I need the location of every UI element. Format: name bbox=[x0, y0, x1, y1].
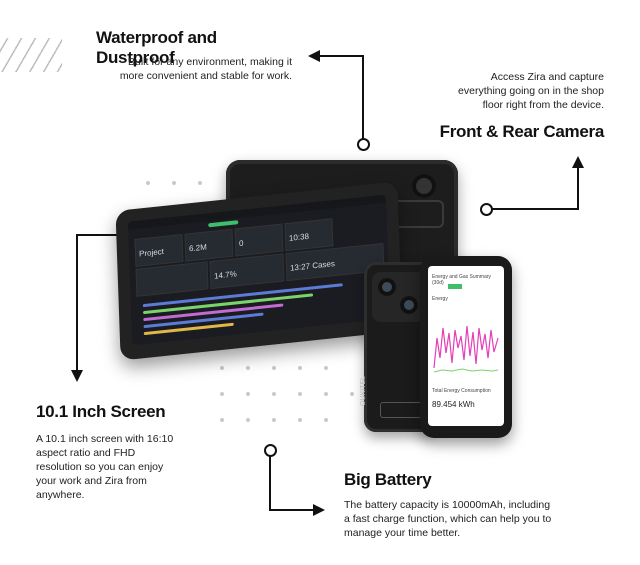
phone-front: Energy and Gas Summary (30d) Energy Tota… bbox=[420, 256, 512, 438]
screen-desc: A 10.1 inch screen with 16:10 aspect rat… bbox=[36, 433, 174, 501]
arrow-left-icon bbox=[308, 50, 320, 62]
arrow-down-icon bbox=[71, 370, 83, 382]
waterproof-title: Waterproof and Dustproof bbox=[96, 28, 217, 67]
camera-title: Front & Rear Camera bbox=[439, 122, 605, 141]
arrow-right-icon bbox=[313, 504, 325, 516]
screen-title: 10.1 Inch Screen bbox=[36, 402, 166, 421]
camera-lens-icon bbox=[412, 174, 436, 198]
phone-screen: Energy and Gas Summary (30d) Energy Tota… bbox=[428, 266, 504, 426]
rear-camera-lens-icon bbox=[378, 278, 396, 296]
tablet-screen: Project 6.2M 0 10:38 14.7% 13:27 Cases bbox=[127, 194, 391, 346]
arrow-up-icon bbox=[572, 156, 584, 168]
battery-desc: The battery capacity is 10000mAh, includ… bbox=[344, 499, 552, 539]
brand-logo: OUKITEL bbox=[360, 376, 367, 406]
waterproof-desc: Built for any environment, making it mor… bbox=[119, 56, 292, 82]
tablet-front: Project 6.2M 0 10:38 14.7% 13:27 Cases bbox=[115, 181, 403, 361]
camera-desc: Access Zira and capture everything going… bbox=[458, 71, 604, 111]
rear-camera-lens-icon-2 bbox=[400, 296, 418, 314]
battery-title: Big Battery bbox=[344, 470, 432, 489]
energy-chart bbox=[432, 308, 500, 378]
decorative-hatch bbox=[0, 38, 62, 72]
